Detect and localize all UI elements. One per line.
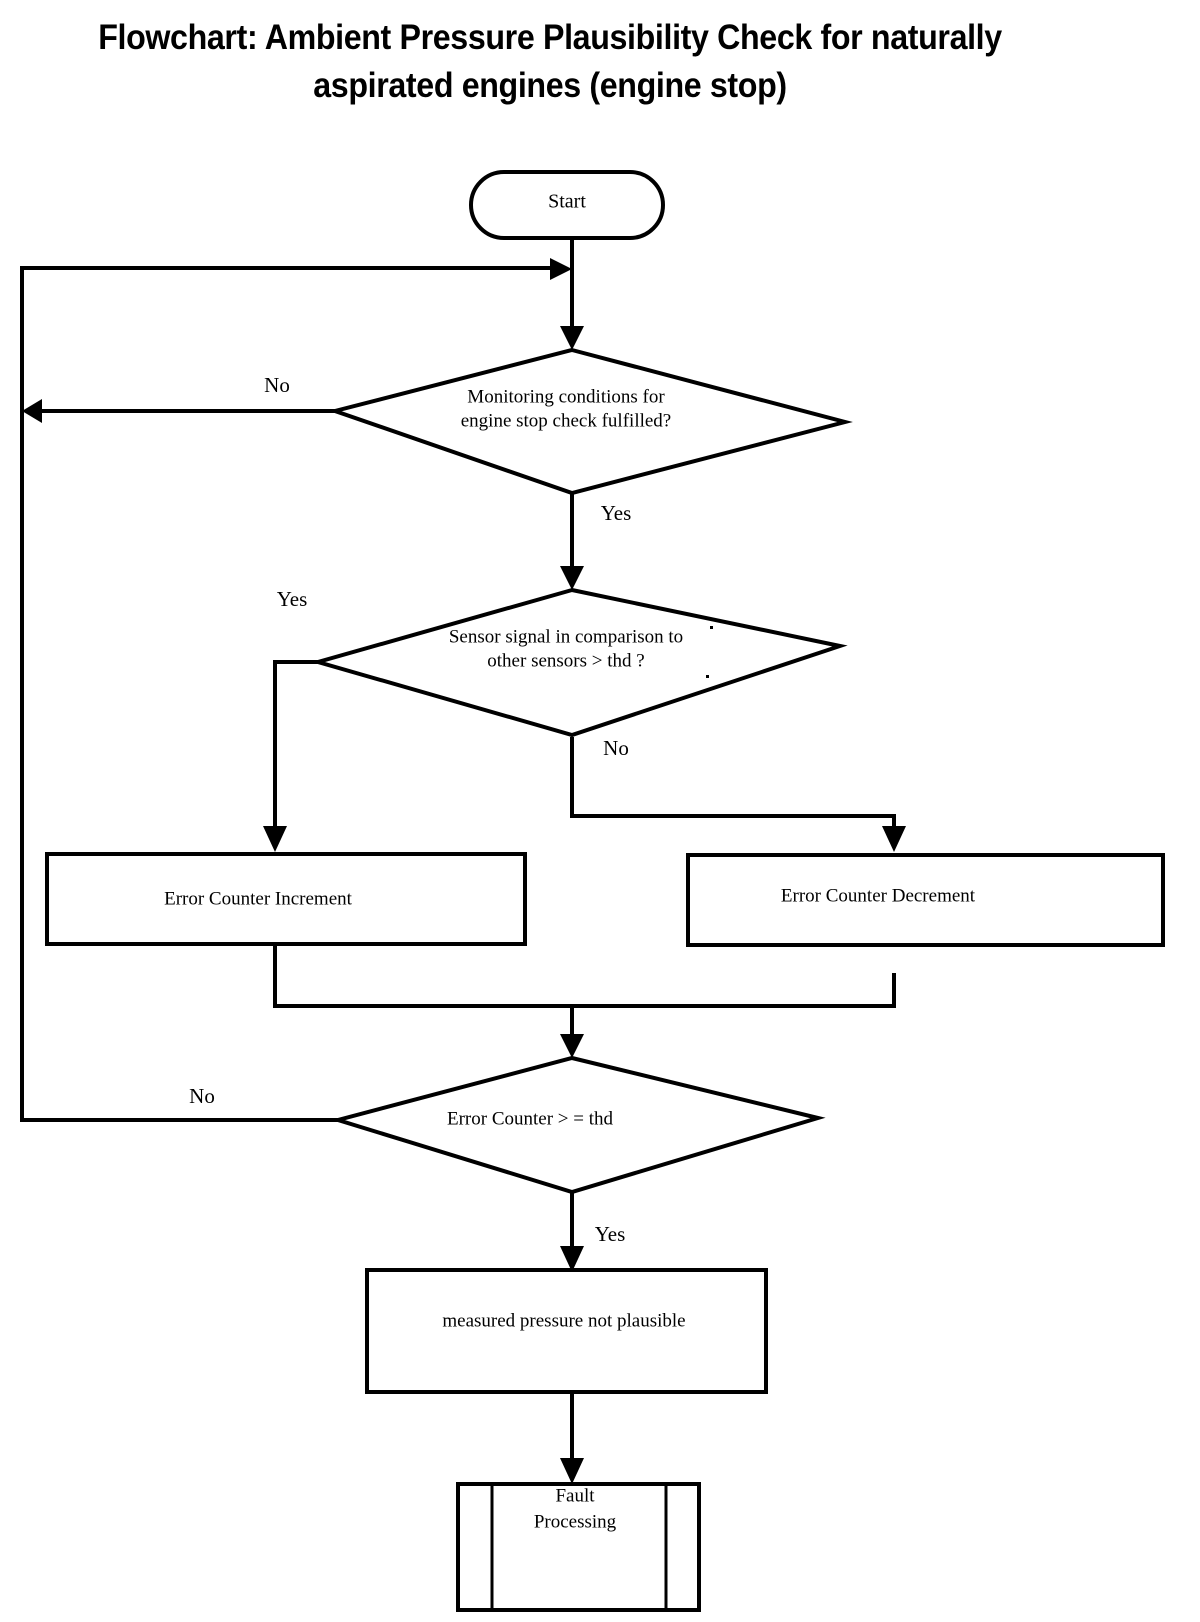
edge-label-decision3-yes: Yes: [595, 1222, 626, 1246]
edge-label-decision2-no: No: [603, 736, 629, 760]
edge-increment-to-merge: [273, 945, 572, 1008]
node-process-error-counter-decrement[interactable]: [686, 853, 1165, 947]
arrowhead-rail-return-top: [550, 258, 572, 280]
node-predefined-process-fault-processing[interactable]: [456, 1482, 701, 1612]
node-decision-error-counter-thd[interactable]: [330, 1055, 826, 1195]
edge-label-decision1-no: No: [264, 373, 290, 397]
node-decision-monitoring-conditions[interactable]: [328, 347, 853, 496]
edge-rail-top-return: [20, 266, 550, 411]
scan-speck: [706, 675, 709, 678]
page-title: Flowchart: Ambient Pressure Plausibility…: [44, 14, 1056, 109]
arrowhead-increment-top: [263, 826, 287, 852]
arrowhead-decision3-top: [560, 1034, 584, 1058]
arrowhead-loop-left-1: [22, 399, 42, 423]
node-start[interactable]: [469, 170, 665, 240]
node-decision-sensor-signal[interactable]: [310, 587, 848, 738]
node-increment-label: Error Counter Increment: [164, 888, 353, 909]
node-process-measured-pressure-not-plausible[interactable]: [365, 1268, 768, 1394]
page-title-line-2: aspirated engines (engine stop): [313, 65, 787, 105]
scan-speck: [710, 626, 713, 629]
node-decision2-label-line1: Sensor signal in comparison to: [449, 626, 683, 647]
node-fault-label-line1: Fault: [555, 1485, 595, 1506]
arrowhead-decision2-top: [560, 566, 584, 590]
arrowhead-fault-top: [560, 1458, 584, 1484]
node-fault-label-line2: Processing: [534, 1511, 617, 1532]
node-process-error-counter-increment[interactable]: [45, 852, 527, 946]
node-decrement-label: Error Counter Decrement: [781, 885, 976, 906]
edge-decrement-to-merge: [572, 973, 896, 1008]
edge-decision2-no-to-decrement: [570, 737, 896, 828]
edge-label-decision2-yes: Yes: [277, 587, 308, 611]
node-decision3-label: Error Counter > = thd: [447, 1108, 614, 1129]
arrowhead-decision1-top: [560, 326, 584, 350]
arrowhead-notplausible-top: [560, 1246, 584, 1272]
node-notplausible-label: measured pressure not plausible: [442, 1310, 685, 1331]
node-decision1-label-line1: Monitoring conditions for: [467, 386, 665, 407]
edge-decision2-yes-to-increment: [273, 660, 318, 828]
node-decision1-label-line2: engine stop check fulfilled?: [461, 410, 672, 431]
page-title-line-1: Flowchart: Ambient Pressure Plausibility…: [98, 18, 1002, 57]
edge-label-decision3-no: No: [189, 1084, 215, 1108]
arrowhead-decrement-top: [882, 826, 906, 852]
node-decision2-label-line2: other sensors > thd ?: [487, 650, 644, 671]
edge-label-decision1-yes: Yes: [601, 501, 632, 525]
edge-decision3-no-to-rail: [20, 411, 338, 1122]
node-start-label: Start: [548, 191, 586, 213]
